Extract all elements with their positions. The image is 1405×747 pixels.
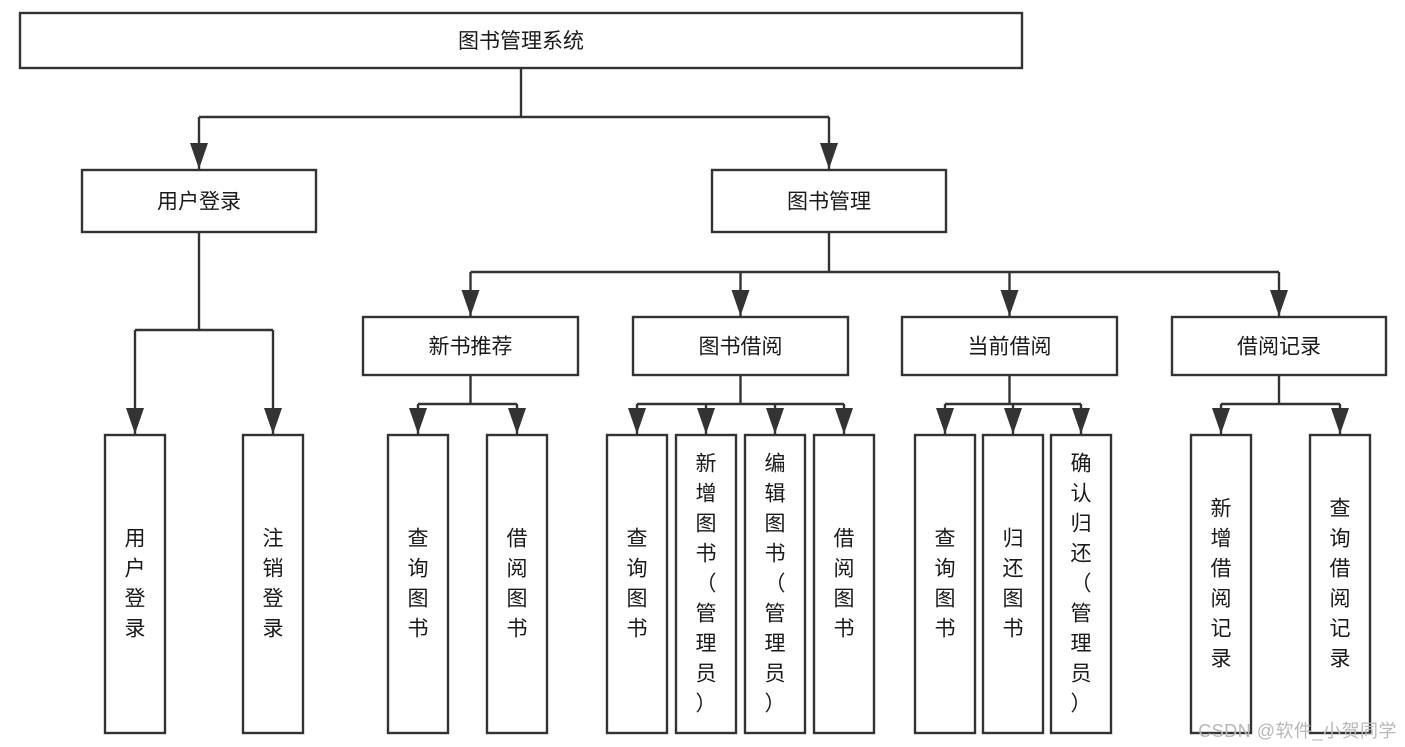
arrow-head-icon	[1270, 290, 1288, 316]
node-box-图书管理系统[interactable]	[18, 11, 1024, 70]
node-归还图书[interactable]: 归还图书	[981, 433, 1045, 735]
arrow-head-icon	[1331, 408, 1349, 434]
node-box-查询图书[interactable]	[913, 433, 977, 735]
node-box-用户登录[interactable]	[103, 433, 167, 735]
node-借阅记录[interactable]: 借阅记录	[1170, 315, 1388, 377]
node-box-用户登录[interactable]	[80, 168, 318, 234]
node-box-查询图书[interactable]	[386, 433, 450, 735]
node-查询图书[interactable]: 查询图书	[386, 433, 450, 735]
node-图书管理系统[interactable]: 图书管理系统	[18, 11, 1024, 70]
arrow-head-icon	[766, 408, 784, 434]
node-当前借阅[interactable]: 当前借阅	[900, 315, 1119, 377]
arrow-head-icon	[936, 408, 954, 434]
node-借阅图书[interactable]: 借阅图书	[812, 433, 876, 735]
node-label-查询借阅记录: 查询借阅记录	[1330, 498, 1351, 671]
node-box-查询图书[interactable]	[605, 433, 669, 735]
arrow-head-icon	[409, 408, 427, 434]
arrow-head-icon	[697, 408, 715, 434]
node-label-查询图书: 查询图书	[935, 528, 956, 641]
node-查询图书[interactable]: 查询图书	[605, 433, 669, 735]
node-图书管理[interactable]: 图书管理	[710, 168, 948, 234]
arrow-head-icon	[731, 290, 750, 316]
node-借阅图书[interactable]: 借阅图书	[485, 433, 549, 735]
node-新书推荐[interactable]: 新书推荐	[361, 315, 580, 377]
arrow-head-icon	[1000, 290, 1019, 316]
node-box-借阅图书[interactable]	[485, 433, 549, 735]
arrow-head-icon	[820, 143, 838, 169]
node-label-图书借阅: 图书借阅	[699, 336, 783, 359]
arrow-head-icon	[1072, 408, 1090, 434]
node-box-图书借阅[interactable]	[631, 315, 850, 377]
node-编辑图书管理员[interactable]: 编辑图书（管理员）	[743, 433, 807, 735]
arrow-head-icon	[461, 290, 480, 316]
node-box-归还图书[interactable]	[981, 433, 1045, 735]
node-label-借阅记录: 借阅记录	[1237, 336, 1321, 359]
node-box-借阅记录[interactable]	[1170, 315, 1388, 377]
arrow-head-icon	[264, 408, 282, 434]
arrow-head-icon	[628, 408, 646, 434]
node-查询借阅记录[interactable]: 查询借阅记录	[1308, 433, 1372, 735]
node-label-归还图书: 归还图书	[1003, 528, 1024, 641]
arrow-head-icon	[190, 143, 208, 169]
node-查询图书[interactable]: 查询图书	[913, 433, 977, 735]
node-新增借阅记录[interactable]: 新增借阅记录	[1189, 433, 1253, 735]
node-label-借阅图书: 借阅图书	[507, 528, 528, 641]
node-label-新书推荐: 新书推荐	[429, 336, 513, 359]
node-确认归还管理员[interactable]: 确认归还（管理员）	[1049, 433, 1113, 735]
node-用户登录[interactable]: 用户登录	[80, 168, 318, 234]
connector-layer	[126, 68, 1349, 434]
arrow-head-icon	[835, 408, 853, 434]
node-box-编辑图书管理员[interactable]	[743, 433, 807, 735]
arrow-head-icon	[1212, 408, 1230, 434]
node-box-新增图书管理员[interactable]	[674, 433, 738, 735]
node-label-编辑图书管理员: 编辑图书（管理员）	[765, 453, 786, 716]
node-label-新增借阅记录: 新增借阅记录	[1211, 498, 1232, 671]
node-box-新书推荐[interactable]	[361, 315, 580, 377]
arrow-head-icon	[1004, 408, 1022, 434]
node-box-图书管理[interactable]	[710, 168, 948, 234]
node-box-新增借阅记录[interactable]	[1189, 433, 1253, 735]
node-注销登录[interactable]: 注销登录	[241, 433, 305, 735]
arrow-head-icon	[126, 408, 144, 434]
node-新增图书管理员[interactable]: 新增图书（管理员）	[674, 433, 738, 735]
node-label-图书管理: 图书管理	[787, 191, 871, 214]
node-box-注销登录[interactable]	[241, 433, 305, 735]
node-label-用户登录: 用户登录	[157, 191, 241, 214]
node-用户登录[interactable]: 用户登录	[103, 433, 167, 735]
node-box-确认归还管理员[interactable]	[1049, 433, 1113, 735]
node-box-当前借阅[interactable]	[900, 315, 1119, 377]
node-layer: 图书管理系统用户登录用户登录注销登录图书管理新书推荐查询图书借阅图书图书借阅查询…	[18, 11, 1388, 735]
node-label-用户登录: 用户登录	[125, 528, 146, 641]
watermark-label: CSDN @软件_小贺同学	[1198, 721, 1397, 741]
node-label-借阅图书: 借阅图书	[834, 528, 855, 641]
arrow-head-icon	[508, 408, 526, 434]
node-图书借阅[interactable]: 图书借阅	[631, 315, 850, 377]
node-label-新增图书管理员: 新增图书（管理员）	[696, 453, 717, 716]
node-label-查询图书: 查询图书	[408, 528, 429, 641]
node-box-借阅图书[interactable]	[812, 433, 876, 735]
node-box-查询借阅记录[interactable]	[1308, 433, 1372, 735]
node-label-确认归还管理员: 确认归还（管理员）	[1071, 453, 1092, 716]
node-label-查询图书: 查询图书	[627, 528, 648, 641]
node-label-注销登录: 注销登录	[263, 528, 284, 641]
node-label-图书管理系统: 图书管理系统	[458, 30, 584, 53]
node-label-当前借阅: 当前借阅	[968, 336, 1052, 359]
